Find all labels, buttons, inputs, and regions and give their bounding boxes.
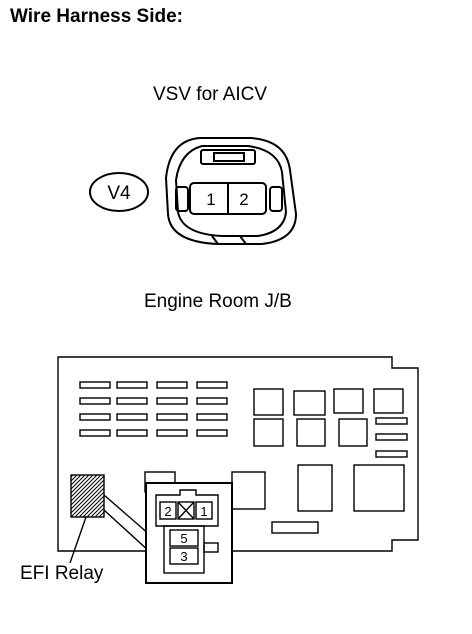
connector-name-label: VSV for AICV <box>153 84 268 105</box>
efi-relay-socket-hatched <box>70 474 105 518</box>
junction-block-outline <box>57 356 419 552</box>
relay-sockets <box>253 388 408 458</box>
relay-pin-5: 5 <box>180 531 187 546</box>
connector-code-text: V4 <box>107 183 131 204</box>
relay-pin-1: 1 <box>200 504 207 519</box>
connector-code-badge: V4 <box>89 172 149 212</box>
relay-pin-3: 3 <box>180 549 187 564</box>
callout-lines <box>69 494 151 564</box>
efi-relay-label: EFI Relay <box>20 563 104 584</box>
vsv-pin-2: 2 <box>239 190 248 209</box>
vsv-connector <box>164 137 298 245</box>
efi-relay-enlarged: 2 1 5 3 <box>145 482 233 584</box>
relay-pin-2: 2 <box>164 504 171 519</box>
fuse-slots <box>79 381 228 437</box>
vsv-pin-1: 1 <box>206 190 215 209</box>
junction-block-label: Engine Room J/B <box>144 291 292 312</box>
page-title: Wire Harness Side: <box>10 6 184 27</box>
